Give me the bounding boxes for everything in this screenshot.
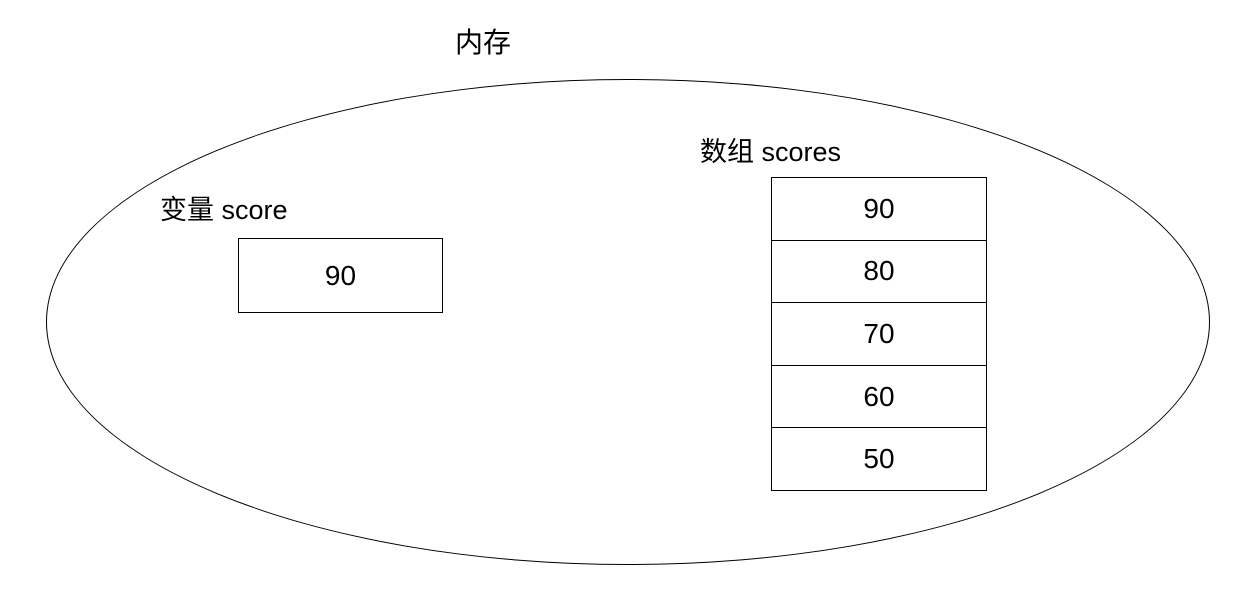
array-cell: 80 [772, 241, 986, 304]
array-cell-value: 50 [863, 443, 895, 475]
variable-value: 90 [324, 259, 357, 291]
array-boxes: 90 80 70 60 50 [771, 177, 987, 491]
variable-box: 90 [238, 238, 443, 313]
array-cell-value: 70 [863, 317, 895, 349]
array-cell: 90 [772, 178, 986, 241]
memory-ellipse [46, 79, 1210, 565]
array-cell-value: 80 [863, 255, 895, 287]
variable-label: 变量 score [160, 195, 288, 225]
array-cell: 50 [772, 428, 986, 490]
array-cell: 70 [772, 303, 986, 366]
array-cell-value: 90 [863, 192, 895, 224]
array-cell: 60 [772, 366, 986, 429]
array-cell-value: 60 [863, 380, 895, 412]
array-label: 数组 scores [700, 137, 842, 167]
diagram-title: 内存 [455, 27, 512, 58]
